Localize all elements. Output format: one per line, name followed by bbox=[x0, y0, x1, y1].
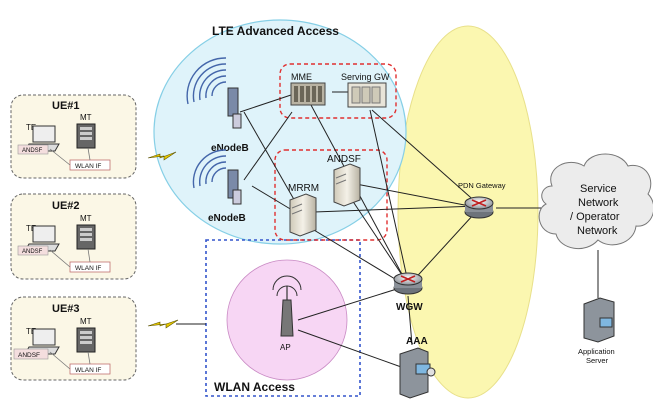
enodeb-2-label: eNodeB bbox=[208, 213, 246, 224]
mobile-terminal-icon bbox=[76, 224, 96, 250]
application-server-label-line-1: Application bbox=[578, 347, 615, 356]
wgw-router-icon bbox=[393, 272, 423, 295]
ue-3-te-label: TE bbox=[26, 327, 36, 336]
andsf-server-icon bbox=[333, 163, 361, 207]
aaa-server-icon bbox=[399, 347, 436, 399]
enodeb-1-label: eNodeB bbox=[211, 143, 249, 154]
ue-3-box: UE#3 TE MT ANDSF WLAN IF bbox=[10, 296, 137, 381]
ue-1-mt-label: MT bbox=[80, 113, 92, 122]
service-network-label-line-4: Network bbox=[577, 225, 618, 237]
ue-2-mt-label: MT bbox=[80, 214, 92, 223]
mrrm-label: MRRM bbox=[288, 183, 319, 194]
aaa-label: AAA bbox=[406, 336, 428, 347]
mrrm-server-icon bbox=[289, 193, 317, 237]
enodeb-1-antenna-icon bbox=[186, 57, 242, 129]
ue-2-box: UE#2 TE MT ANDSF WLAN IF bbox=[10, 193, 137, 280]
ue-1-andsf-label: ANDSF bbox=[22, 148, 43, 154]
application-server-label-line-2: Server bbox=[586, 356, 609, 365]
service-network-label-line-3: / Operator bbox=[570, 211, 620, 223]
ue-1-title: UE#1 bbox=[52, 100, 80, 112]
ue-2-title: UE#2 bbox=[52, 200, 80, 212]
ue-2-te-label: TE bbox=[26, 224, 36, 233]
serving-gw-label: Serving GW bbox=[341, 72, 390, 82]
wgw-label: WGW bbox=[396, 302, 423, 313]
ue-2-andsf-label: ANDSF bbox=[22, 249, 43, 255]
pdn-gateway-label: PDN Gateway bbox=[458, 181, 506, 190]
mme-sgw-group bbox=[279, 63, 397, 119]
ue-3-title: UE#3 bbox=[52, 303, 80, 315]
mme-server-icon bbox=[290, 82, 326, 106]
ue-3-wlan-if-label: WLAN IF bbox=[75, 367, 101, 374]
ue-3-mt-label: MT bbox=[80, 317, 92, 326]
radio-link-bolt bbox=[147, 151, 177, 161]
pdn-gateway-router-icon bbox=[464, 196, 494, 219]
andsf-label: ANDSF bbox=[327, 154, 361, 165]
serving-gw-server-icon bbox=[347, 82, 387, 108]
wlan-access-region bbox=[205, 239, 361, 397]
mme-label: MME bbox=[291, 72, 312, 82]
lte-access-label: LTE Advanced Access bbox=[212, 24, 339, 38]
enodeb-2-antenna-icon bbox=[192, 149, 242, 205]
network-links bbox=[239, 91, 545, 369]
mobile-terminal-icon bbox=[76, 123, 96, 149]
wlan-link-bolt bbox=[147, 319, 179, 329]
application-server-icon bbox=[583, 297, 615, 343]
ap-label: AP bbox=[280, 343, 291, 352]
ue-1-te-label: TE bbox=[26, 123, 36, 132]
ue-1-box: UE#1 TE MT ANDSF WLAN IF bbox=[10, 94, 137, 179]
ue-2-wlan-if-label: WLAN IF bbox=[75, 265, 101, 272]
wlan-access-label: WLAN Access bbox=[214, 380, 295, 394]
ue-3-andsf-label: ANDSF bbox=[18, 352, 40, 359]
service-network-label-line-2: Network bbox=[578, 197, 619, 209]
ue-1-wlan-if-label: WLAN IF bbox=[75, 163, 101, 170]
access-point-icon bbox=[272, 275, 302, 337]
mobile-terminal-icon bbox=[76, 327, 96, 353]
service-network-cloud bbox=[538, 153, 653, 249]
service-network-label-line-1: Service bbox=[580, 183, 617, 195]
